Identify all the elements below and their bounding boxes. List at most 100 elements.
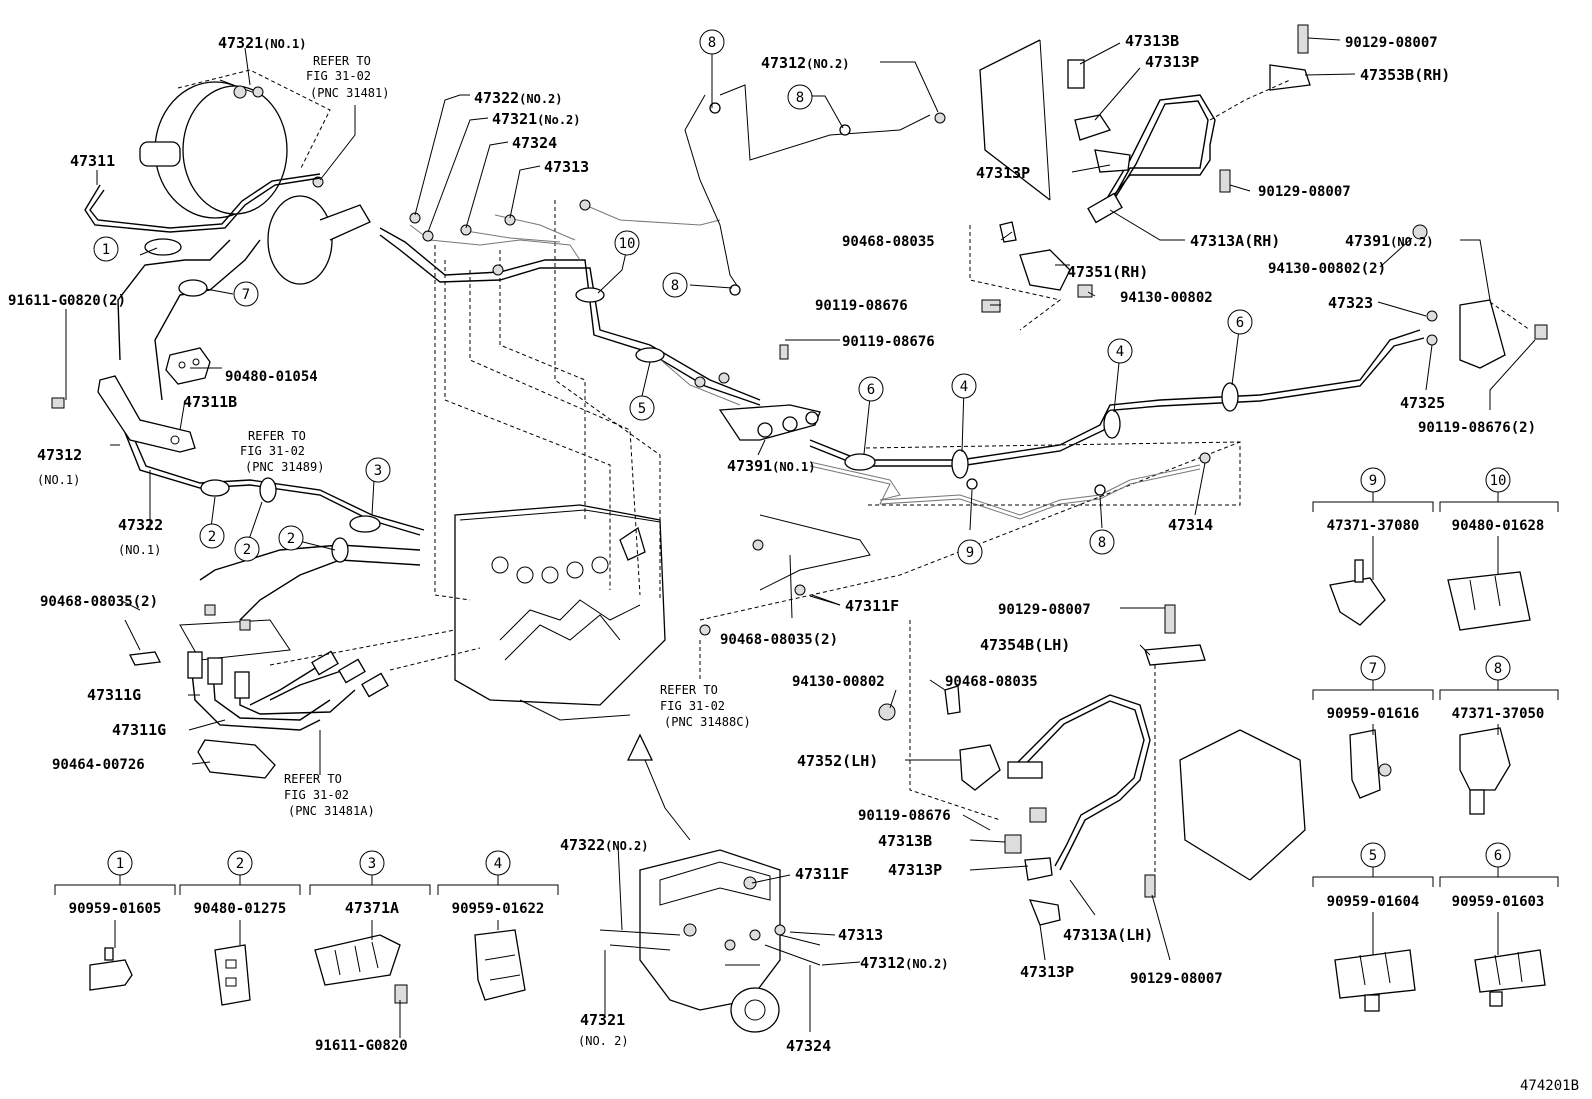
legend-part-number: 90959-01616 [1327, 706, 1420, 722]
label-l27: 47391(NO.2) [1345, 232, 1434, 250]
callout-number: 2 [208, 529, 216, 545]
label-l3: 91611-G0820(2) [8, 293, 126, 309]
callout-circle [93, 236, 119, 262]
callout-9: 9 [957, 539, 983, 565]
label-l57: 47324 [786, 1037, 831, 1055]
callout-8: 8 [662, 272, 688, 298]
label-l29: 94130-00802(2) [1268, 261, 1386, 277]
callout-circle [365, 457, 391, 483]
label-l5: 47311B [183, 393, 237, 411]
callout-2: 2 [199, 523, 225, 549]
label-l53: 47313 [838, 926, 883, 944]
label-l26: 47313A(RH) [1190, 232, 1280, 250]
label-l46: 47313B [878, 832, 932, 850]
legend-number: 2 [236, 856, 244, 872]
legend-part-number: 47371-37080 [1327, 518, 1420, 534]
callout-2: 2 [234, 536, 260, 562]
callout-circle [1089, 529, 1115, 555]
label-l19: 47313B [1125, 32, 1179, 50]
label-l18: 47312(NO.2) [761, 54, 850, 72]
label-l56: (NO. 2) [578, 1034, 629, 1048]
callout-number: 3 [374, 463, 382, 479]
legend-number: 3 [368, 856, 376, 872]
legend-number: 1 [116, 856, 124, 872]
callout-circle [662, 272, 688, 298]
callout-8: 8 [699, 29, 725, 55]
callout-4: 4 [951, 373, 977, 399]
callout-circle [199, 523, 225, 549]
label-l58: 91611-G0820 [315, 1038, 408, 1054]
callout-7: 7 [233, 281, 259, 307]
label-l48: 47313A(LH) [1063, 926, 1153, 944]
label-l33: 90119-08676 [842, 334, 935, 350]
label-l1: 47321(NO.1) [218, 34, 307, 52]
legend-number: 4 [494, 856, 502, 872]
label-l13: 90464-00726 [52, 757, 145, 773]
legend-circle [1485, 467, 1511, 493]
legend-circle [1360, 467, 1386, 493]
label-l50: 90129-08007 [1130, 971, 1223, 987]
label-l39: 90468-08035(2) [720, 632, 838, 648]
legend-circle [485, 850, 511, 876]
legend-item-2: 2 90480-01275 [194, 850, 287, 917]
legend-brackets [54, 492, 1559, 955]
callout-number: 7 [242, 287, 250, 303]
label-l43: 90468-08035 [945, 674, 1038, 690]
label-l40: 90129-08007 [998, 602, 1091, 618]
legend-circle [1485, 655, 1511, 681]
label-l6: 47312 [37, 446, 82, 464]
legend-part-number: 90959-01604 [1327, 894, 1420, 910]
refer-note-4: REFER TO FIG 31-02 (PNC 31481A) [284, 772, 375, 818]
callout-number: 1 [102, 242, 110, 258]
label-l22: 47353B(RH) [1360, 66, 1450, 84]
callout-2: 2 [278, 525, 304, 551]
refer-notes: REFER TO FIG 31-02 (PNC 31481) REFER TO … [240, 54, 751, 818]
label-l7: (NO.1) [37, 473, 80, 487]
label-l28: 47351(RH) [1067, 263, 1148, 281]
label-l17: 47313 [544, 158, 589, 176]
callout-number: 4 [960, 379, 968, 395]
label-l2: 47311 [70, 152, 115, 170]
callout-circle [1227, 309, 1253, 335]
callout-number: 9 [966, 545, 974, 561]
legend-part-number: 90480-01628 [1452, 518, 1545, 534]
label-l49: 47313P [1020, 963, 1074, 981]
callout-1: 1 [93, 236, 119, 262]
clip-legend: 190959-01605290480-01275347371A490959-01… [69, 467, 1545, 917]
label-l41: 47354B(LH) [980, 636, 1070, 654]
label-l44: 47352(LH) [797, 752, 878, 770]
label-l42: 94130-00802 [792, 674, 885, 690]
callout-circle [614, 230, 640, 256]
label-l34: 47325 [1400, 394, 1445, 412]
legend-number: 7 [1369, 661, 1377, 677]
callout-number: 2 [243, 542, 251, 558]
label-l31: 94130-00802 [1120, 290, 1213, 306]
label-l15: 47321(No.2) [492, 110, 581, 128]
label-l24: 90129-08007 [1258, 184, 1351, 200]
callout-number: 8 [708, 35, 716, 51]
legend-part-number: 90480-01275 [194, 901, 287, 917]
callout-circle [699, 29, 725, 55]
legend-circle [359, 850, 385, 876]
callout-6: 6 [858, 376, 884, 402]
label-l4: 90480-01054 [225, 369, 318, 385]
drawing [51, 24, 1559, 1038]
label-l30: 90119-08676 [815, 298, 908, 314]
legend-part-number: 90959-01603 [1452, 894, 1545, 910]
callout-8: 8 [1089, 529, 1115, 555]
callout-number: 8 [796, 90, 804, 106]
part-labels: 47321(NO.1) 47311 91611-G0820(2) 90480-0… [8, 32, 1536, 1055]
label-l9: (NO.1) [118, 543, 161, 557]
label-l37: 47314 [1168, 516, 1213, 534]
legend-shapes [89, 559, 1546, 1012]
callout-circle [629, 395, 655, 421]
label-l21: 90129-08007 [1345, 35, 1438, 51]
label-l14: 47322(NO.2) [474, 89, 563, 107]
callout-number: 6 [1236, 315, 1244, 331]
